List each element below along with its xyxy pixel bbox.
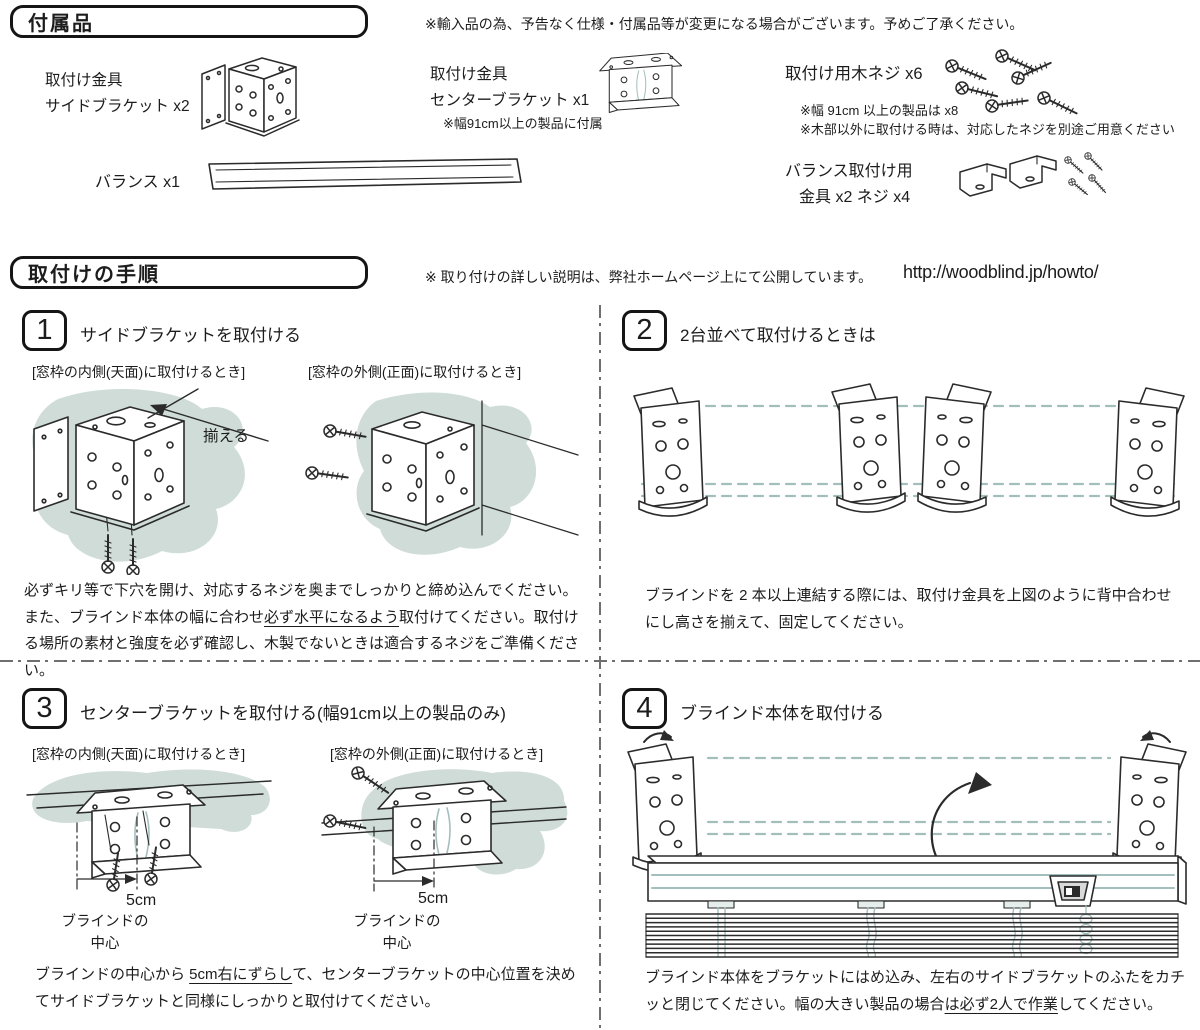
step4-number: 4 [636, 692, 653, 724]
step4-illustration [627, 730, 1187, 958]
step3-outside-center-l1: ブラインドの [353, 914, 441, 930]
step1-label-outside: [窓枠の外側(正面)に取付けるとき] [308, 364, 522, 380]
step3-inside-center-label: ブラインドの 中心 [50, 912, 160, 956]
valance-kit-label-2: 金具 x2 ネジ x4 [799, 189, 911, 206]
procedure-note: ※ 取り付けの詳しい説明は、弊社ホームページ上にて公開しています。 [425, 269, 873, 285]
center-bracket-note: ※幅91cm以上の製品に付属 [443, 116, 603, 131]
step2-body: ブラインドを 2 本以上連結する際には、取付け金具を上図のように背中合わせにし高… [645, 587, 1172, 631]
step3-body-part2: て、センターブラケットの中心位置を決めてサイドブラケットと同様にしっかりと取付け… [35, 966, 576, 1010]
accessories-header-box: 付属品 [10, 5, 368, 38]
step1-body-underlined: 必ず水平になるよう [264, 608, 400, 626]
side-bracket-label-2: サイドブラケット x2 [45, 98, 190, 115]
center-bracket-illustration [599, 53, 683, 114]
step3-inside-dimension: 5cm [126, 892, 157, 909]
wood-screws-label: 取付け用木ネジ x6 [785, 65, 923, 83]
step4-body: ブラインド本体をブラケットにはめ込み、左右のサイドブラケットのふたをカチッと閉じ… [645, 965, 1190, 1018]
step4-body-part1: ブラインド本体をブラケットにはめ込み、左右のサイドブラケットのふたをカチッと閉じ… [645, 969, 1186, 1013]
valance-label: バランス x1 [95, 174, 181, 191]
step3-body: ブラインドの中心から 5cm右にずらして、センターブラケットの中心位置を決めてサ… [35, 962, 583, 1015]
step4-body-part2: してください。 [1057, 995, 1163, 1013]
accessories-header-label: 付属品 [28, 13, 94, 35]
step4-title: ブラインド本体を取付ける [680, 704, 884, 723]
step1-body: 必ずキリ等で下穴を開け、対応するネジを奥までしっかりと締め込んでください。また、… [24, 578, 582, 685]
step1-align-annotation: 揃える [203, 428, 250, 445]
step1-number: 1 [36, 314, 53, 346]
side-bracket-label-1: 取付け金具 [45, 72, 123, 89]
step1-body-part2: 取付けてください。取付ける場所の素材と強度を必ず確認し、木製でないときは適合する… [24, 608, 580, 680]
step3-inside-illustration [26, 769, 272, 893]
step1-illustration [32, 388, 579, 575]
step2-number-box: 2 [622, 310, 667, 351]
step3-title: センターブラケットを取付ける(幅91cm以上の製品のみ) [80, 704, 506, 723]
center-bracket-label-1: 取付け金具 [430, 66, 508, 83]
step1-body-part1: 必ずキリ等で下穴を開け、対応するネジを奥までしっかりと締め込んでください。また、… [24, 582, 578, 626]
step3-outside-center-l2: 中心 [382, 935, 412, 952]
step4-number-box: 4 [622, 688, 667, 729]
step4-body-underlined: は必ず2人で作業 [944, 995, 1058, 1013]
step3-label-inside: [窓枠の内側(天面)に取付けるとき] [32, 746, 246, 762]
howto-url-link[interactable]: http://woodblind.jp/howto/ [903, 262, 1099, 282]
step3-outside-center-label: ブラインドの 中心 [342, 912, 452, 956]
step3-number: 3 [36, 692, 53, 724]
step3-body-part1: ブラインドの中心から [35, 966, 190, 983]
wood-screws-note-1: ※幅 91cm 以上の製品は x8 [800, 103, 959, 118]
step2-title: 2台並べて取付けるときは [680, 326, 876, 345]
horizontal-divider [0, 660, 1200, 662]
step1-title: サイドブラケットを取付ける [80, 326, 301, 345]
vertical-divider [599, 305, 601, 1030]
step3-outside-dimension: 5cm [418, 890, 449, 907]
step3-inside-center-l2: 中心 [90, 935, 120, 952]
valance-illustration [208, 158, 522, 190]
wood-screws-illustration [943, 48, 1081, 119]
center-bracket-label-2: センターブラケット x1 [430, 92, 590, 109]
step3-outside-illustration [321, 765, 568, 892]
wood-screws-note-2: ※木部以外に取付ける時は、対応したネジを別途ご用意ください [800, 122, 1175, 137]
procedure-header-box: 取付けの手順 [10, 256, 368, 289]
step3-number-box: 3 [22, 688, 67, 729]
step3-body-underlined: 5cm右にずらし [189, 966, 293, 983]
valance-kit-illustration [959, 150, 1110, 197]
valance-kit-label-1: バランス取付け用 [785, 163, 913, 180]
step3-inside-center-l1: ブラインドの [61, 914, 149, 930]
import-disclaimer-note: ※輸入品の為、予告なく仕様・付属品等が変更になる場合がございます。予めご了承くだ… [425, 16, 1024, 32]
procedure-header-label: 取付けの手順 [28, 264, 160, 286]
side-bracket-illustration [201, 57, 300, 137]
step1-number-box: 1 [22, 310, 67, 351]
step2-number: 2 [636, 314, 653, 346]
step3-label-outside: [窓枠の外側(正面)に取付けるとき] [330, 746, 544, 762]
step1-label-inside: [窓枠の内側(天面)に取付けるとき] [32, 364, 246, 380]
step2-illustration [633, 383, 1185, 517]
